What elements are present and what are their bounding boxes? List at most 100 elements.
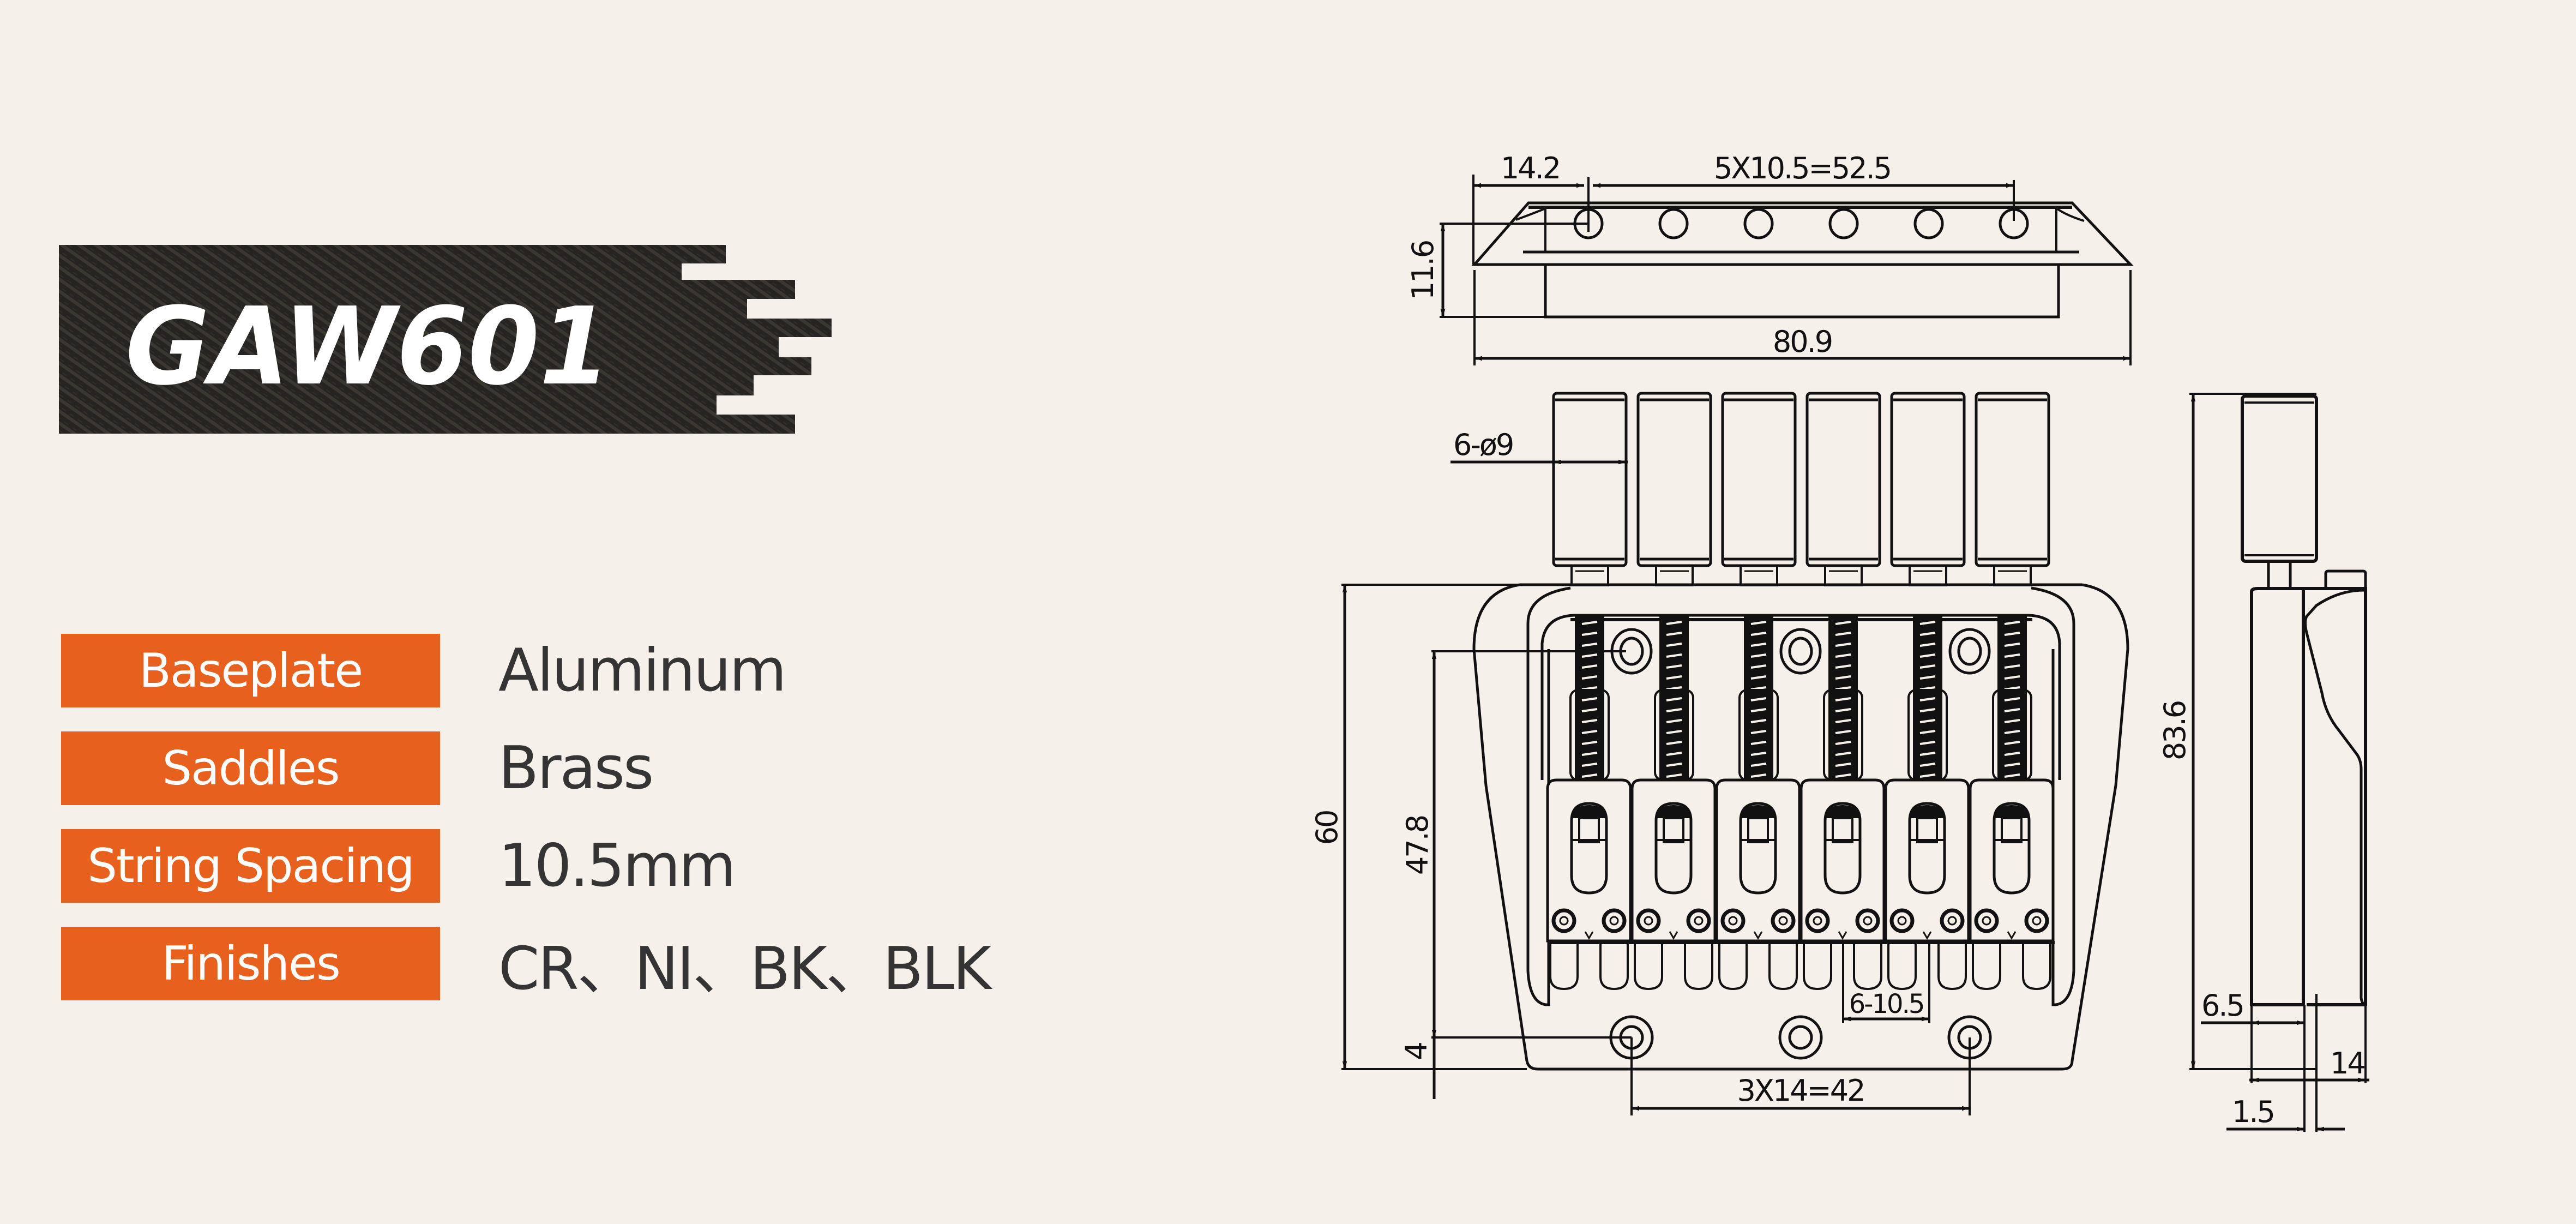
saddle-block	[1969, 778, 2055, 943]
tube-outline	[1805, 392, 1881, 567]
spring-body	[1659, 615, 1689, 780]
saddle-roller-tube	[1721, 392, 1797, 586]
tube-stem	[1655, 565, 1694, 586]
saddle-roller-tubes	[1552, 392, 2050, 586]
spring-coil	[1835, 763, 1851, 767]
dim-label-60: 60	[1310, 811, 1344, 845]
saddle-block	[1799, 778, 1886, 943]
saddle-roller-tube	[1805, 392, 1881, 586]
spring-coil	[1835, 632, 1851, 636]
spring-coil	[2004, 643, 2020, 647]
spring-coil	[1750, 741, 1767, 745]
height-screw-hex	[1609, 916, 1619, 926]
saddle-tail	[2022, 943, 2051, 991]
tube-outline	[1721, 392, 1797, 567]
saddle-tail	[1634, 943, 1663, 991]
top-view-chamfer-right	[2056, 208, 2085, 222]
spring-coil	[1666, 752, 1682, 756]
saddle	[1799, 778, 1886, 991]
spring-body	[1997, 615, 2027, 780]
tube-stem	[1740, 565, 1778, 586]
spring-coil	[1666, 730, 1682, 734]
top-view-chamfer-left	[1515, 208, 1545, 221]
string-ball-end	[1911, 805, 1943, 818]
saddle-slot	[1570, 802, 1608, 895]
height-screw-icon	[1771, 908, 1796, 933]
height-screw-icon	[1686, 908, 1711, 933]
height-screw-icon	[1974, 908, 1999, 933]
spring-coil	[1581, 697, 1598, 701]
spring-coil	[1919, 752, 1936, 756]
saddle-v-mark	[1922, 931, 1932, 940]
side-roller-tube	[2241, 394, 2318, 563]
dim-label-80-9: 80.9	[1773, 325, 1832, 359]
dim-label-mount-spacing: 3X14=42	[1737, 1073, 1864, 1108]
saddle-slot	[1993, 802, 2031, 895]
saddle-tail	[1803, 943, 1832, 991]
baseplate-outer-outline	[1472, 583, 2129, 1071]
spring-coil	[1919, 643, 1936, 647]
spring-coil	[1919, 675, 1936, 680]
spec-value-saddles: Brass	[498, 734, 654, 802]
dim-label-string-spacing: 6-10.5	[1849, 989, 1924, 1019]
dim-label-47-8: 47.8	[1400, 816, 1435, 875]
model-banner: GAW601	[59, 245, 832, 434]
spring-coil	[1666, 708, 1682, 712]
string-hole-icon	[1828, 208, 1859, 239]
top-view-outline	[1471, 201, 2134, 266]
height-screw-hex	[1694, 916, 1704, 926]
spring-coil	[2004, 621, 2020, 625]
spring-coil	[1750, 621, 1767, 625]
spring-coil	[1666, 763, 1682, 767]
height-screw-hex	[1982, 916, 1991, 926]
dim-label-saddle-diameter: 6-ø9	[1453, 428, 1513, 462]
front-view: 6-ø9 60 47.8 4 6-10.5 3X14=42	[1310, 392, 2129, 1115]
spring-body	[1744, 615, 1773, 780]
top-view-string-holes	[1573, 208, 2029, 239]
saddle	[1715, 778, 1801, 991]
model-title: GAW601	[125, 285, 611, 409]
saddle	[1884, 778, 1970, 991]
saddle-slot	[1823, 802, 1862, 895]
spring-coil	[2004, 730, 2020, 734]
spring-coil	[1750, 763, 1767, 767]
saddle	[1630, 778, 1717, 991]
saddle-tail	[1599, 943, 1629, 991]
saddle-block	[1715, 778, 1801, 943]
saddle-block	[1546, 778, 1632, 943]
side-profile-curve	[2304, 589, 2366, 1006]
string-hole-icon	[1743, 208, 1774, 239]
height-screw-icon	[1602, 908, 1627, 933]
height-screw-icon	[1720, 908, 1746, 933]
spring-body	[1913, 615, 1942, 780]
tube-stem	[1570, 565, 1609, 586]
spring-coil	[1581, 632, 1598, 636]
string-ball-end	[1573, 805, 1605, 818]
saddle-roller-tube	[1975, 392, 2050, 586]
spring-coil	[1919, 653, 1936, 658]
dim-label-14: 14	[2330, 1046, 2364, 1081]
spec-value-baseplate: Aluminum	[498, 637, 787, 705]
spring-coil	[1581, 773, 1598, 778]
spring-coil	[2004, 675, 2020, 680]
saddle-roller-tube	[1890, 392, 1966, 586]
spring-body	[1828, 615, 1858, 780]
string-hole-icon	[1913, 208, 1944, 239]
mount-hole-outer-icon	[1948, 628, 1991, 675]
string-barrel	[1578, 817, 1600, 843]
spring-coil	[1919, 730, 1936, 734]
spring-coil	[1750, 697, 1767, 701]
spring-coil	[1750, 708, 1767, 712]
mount-hole-inner-icon	[1957, 637, 1982, 666]
spring-coil	[1919, 763, 1936, 767]
spring-coil	[1750, 632, 1767, 636]
saddle-tail	[1718, 943, 1748, 991]
spring-coil	[1666, 741, 1682, 745]
top-view: 14.2 5X10.5=52.5 11.6 80.9	[1406, 151, 2134, 365]
string-barrel	[1832, 817, 1853, 843]
spec-value-string-spacing: 10.5mm	[498, 832, 736, 900]
baseplate-inner-left-arm	[1526, 586, 1571, 1006]
spring-coil	[1750, 773, 1767, 778]
spring-coil	[1919, 719, 1936, 723]
baseplate-inner-right-arm	[2031, 586, 2075, 1006]
